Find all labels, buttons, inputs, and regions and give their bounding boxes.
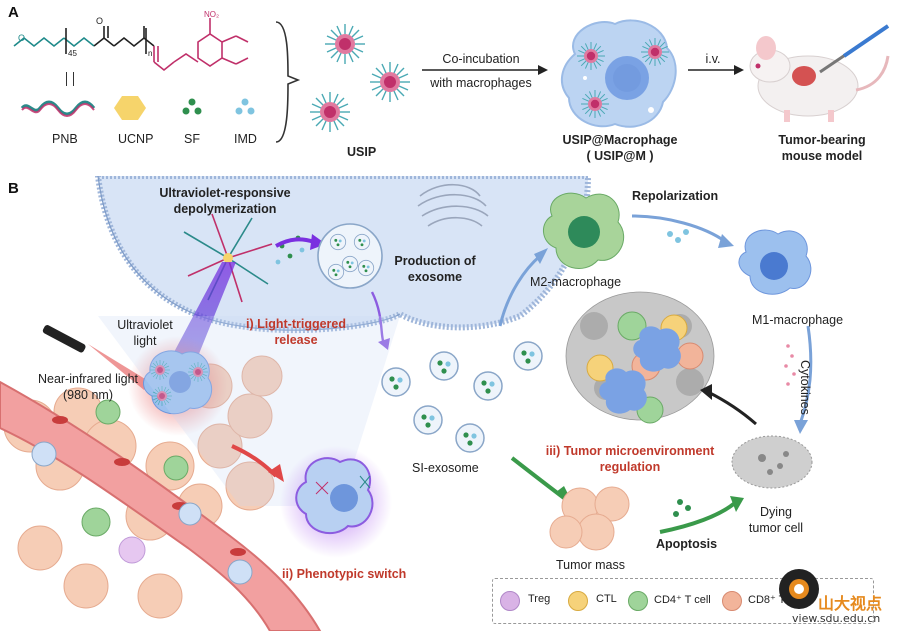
panel-a-label: A	[8, 4, 19, 21]
component-label-sf: SF	[184, 132, 200, 146]
polymer-structure: O O NO₂ 45 n	[13, 10, 249, 72]
coincubation-line2: with macrophages	[430, 76, 532, 90]
repolarization-label: Repolarization	[632, 189, 719, 203]
mouse-line2: mouse model	[781, 149, 863, 163]
svg-text:O: O	[96, 16, 103, 26]
nitro-label: NO₂	[204, 10, 219, 19]
legend-label-ctl: CTL	[596, 593, 617, 605]
grouping-bracket	[275, 21, 301, 143]
legend-swatch-cd4	[628, 591, 648, 611]
coincubation-line1: Co-incubation	[442, 52, 520, 66]
legend-label-cd4: CD4⁺ T cell	[654, 594, 711, 606]
m2-label: M2-macrophage	[530, 275, 622, 289]
pnb-icon	[20, 100, 96, 116]
legend-label-treg: Treg	[528, 593, 551, 605]
coincubation-arrow	[422, 65, 548, 75]
nir-line1: Near-infrared light	[37, 372, 139, 386]
m1-label: M1-macrophage	[752, 313, 844, 327]
uv-light-line1: Ultraviolet	[117, 318, 173, 332]
component-label-ucnp: UCNP	[118, 132, 154, 146]
tme-line1: iii) Tumor microenvironment	[545, 444, 715, 458]
uv-light-line2: light	[133, 334, 157, 348]
cell-legend	[492, 578, 874, 624]
iv-arrow	[688, 65, 744, 75]
cytokines-label: Cytokines	[798, 360, 812, 415]
iv-label: i.v.	[705, 52, 721, 66]
nir-line2: (980 nm)	[62, 388, 114, 402]
usip-label: USIP	[347, 145, 377, 159]
uv-depoly-line2: depolymerization	[173, 202, 277, 216]
ucnp-icon	[114, 96, 146, 120]
component-icons	[20, 96, 255, 120]
svg-text:O: O	[18, 33, 25, 43]
usip-macrophage-cell	[560, 19, 677, 128]
tumor-mass-label: Tumor mass	[556, 558, 625, 572]
usip-m-line2: ( USIP@M )	[586, 149, 654, 163]
watermark-logo-icon	[779, 569, 819, 609]
dying-line2: tumor cell	[748, 521, 804, 535]
subscript-n: n	[148, 49, 152, 58]
dying-line1: Dying	[760, 505, 792, 519]
exosome-prod-line2: exosome	[407, 270, 463, 284]
panel-b-label: B	[8, 180, 19, 197]
component-label-pnb: PNB	[52, 132, 78, 146]
legend-swatch-cd8	[722, 591, 742, 611]
component-label-imd: IMD	[234, 132, 257, 146]
si-exosome-label: SI-exosome	[412, 461, 479, 475]
equivalence-mark	[66, 72, 74, 86]
mouse-line1: Tumor-bearing	[778, 133, 866, 147]
panel-b-illustration	[0, 176, 813, 631]
usip-particles	[309, 23, 411, 133]
usip-m-line1: USIP@Macrophage	[562, 133, 678, 147]
legend-swatch-ctl	[568, 591, 588, 611]
tme-line2: regulation	[599, 460, 661, 474]
apoptosis-label: Apoptosis	[656, 537, 718, 551]
depolymerized-polymer	[183, 213, 273, 303]
watermark-url: view.sdu.edu.cn	[792, 612, 881, 625]
subscript-45: 45	[68, 49, 77, 58]
exosome-prod-line1: Production of	[394, 254, 476, 268]
watermark-brand: 山大视点	[818, 594, 883, 613]
mouse-icon	[749, 24, 890, 122]
legend-label-cd8: CD8⁺ T	[748, 594, 786, 606]
imd-icon	[235, 98, 255, 115]
legend-swatch-treg	[500, 591, 520, 611]
sf-icon	[182, 98, 202, 115]
uv-depoly-line1: Ultraviolet-responsive	[159, 186, 291, 200]
light-release-line1: i) Light-triggered	[246, 317, 346, 331]
phenotypic-switch-label: ii) Phenotypic switch	[282, 567, 407, 581]
light-release-line2: release	[274, 333, 318, 347]
